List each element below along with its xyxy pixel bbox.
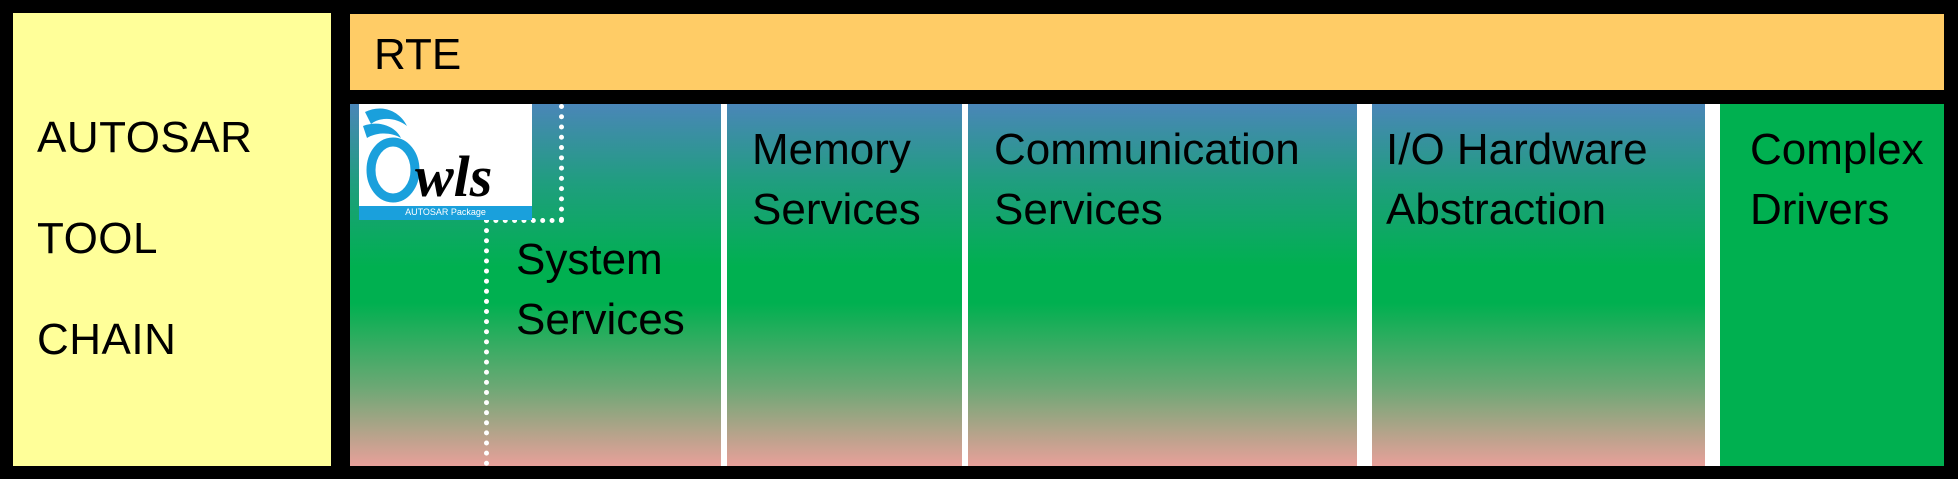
memory-services-label-line-1: Memory (752, 125, 911, 174)
rte-layer: RTE (350, 14, 1944, 90)
rte-label: RTE (374, 30, 462, 79)
dotted-divider-vertical-upper (559, 104, 564, 222)
complex-drivers-column: Complex Drivers (1720, 104, 1944, 466)
column-separator (721, 104, 727, 466)
communication-services-column: Communication Services (968, 104, 1357, 466)
owls-logo-tagline: AUTOSAR Package (405, 207, 486, 217)
dotted-divider-vertical-lower (484, 218, 489, 466)
system-services-label-line-2: Services (516, 295, 685, 344)
memory-services-column: Memory Services (727, 104, 962, 466)
system-services-label-line-1: System (516, 235, 663, 284)
toolchain-line-2: TOOL (37, 214, 159, 263)
owls-logo-tagline-bar: AUTOSAR Package (359, 206, 532, 220)
io-hardware-abstraction-label-line-1: I/O Hardware (1386, 125, 1648, 174)
memory-services-label-line-2: Services (752, 185, 921, 234)
dotted-divider-horizontal (484, 218, 564, 223)
complex-drivers-label-line-2: Drivers (1750, 185, 1890, 234)
toolchain-line-1: AUTOSAR (37, 113, 253, 162)
io-hardware-abstraction-label-line-2: Abstraction (1386, 185, 1607, 234)
toolchain-line-3: CHAIN (37, 315, 177, 364)
column-separator (1357, 104, 1372, 466)
toolchain-box: AUTOSAR TOOL CHAIN (13, 13, 331, 466)
owls-logo: wls AUTOSAR Package (359, 104, 532, 220)
owls-logo-graphic: wls (363, 108, 492, 209)
svg-text:wls: wls (415, 144, 492, 206)
communication-services-label-line-2: Services (994, 185, 1163, 234)
column-separator (1705, 104, 1720, 466)
column-separator (962, 104, 968, 466)
communication-services-label-line-1: Communication (994, 125, 1300, 174)
io-hardware-abstraction-column: I/O Hardware Abstraction (1372, 104, 1705, 466)
complex-drivers-label-line-1: Complex (1750, 125, 1924, 174)
